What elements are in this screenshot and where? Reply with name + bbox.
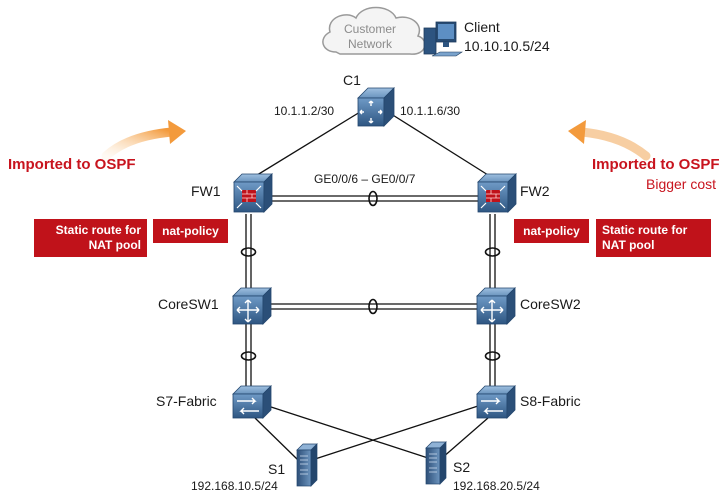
fw2-name: FW2: [520, 183, 550, 199]
link-c1-fw2: [387, 111, 497, 181]
link-s8-s2: [441, 417, 489, 459]
s1-ip: 192.168.10.5/24: [191, 479, 278, 493]
trunk-core1-s7: [240, 351, 257, 361]
client-pc-icon: [423, 21, 463, 57]
links: [245, 111, 497, 461]
link-s7-s2: [267, 405, 429, 459]
cloud-label-1: Customer: [344, 22, 396, 36]
right-imported-ospf: Imported to OSPF: [592, 156, 720, 173]
coresw1-switch-icon: [232, 287, 272, 325]
left-static-line1: Static route for: [55, 223, 141, 237]
import-arrow-right-icon: [568, 120, 651, 161]
s7-name: S7-Fabric: [156, 393, 217, 409]
fw1-firewall-icon: [233, 173, 273, 213]
customer-network-cloud: Customer Network: [322, 6, 426, 55]
eth-trunk-markers: [240, 190, 501, 361]
left-nat-policy-box: nat-policy: [153, 219, 228, 243]
trunk-fw-link: [368, 190, 378, 207]
s8-fabric-switch-icon: [476, 385, 516, 419]
fw1-name: FW1: [191, 183, 221, 199]
right-static-line1: Static route for: [602, 223, 688, 237]
right-bigger-cost: Bigger cost: [646, 176, 717, 192]
c1-right-ip: 10.1.1.6/30: [400, 104, 461, 118]
c1-left-ip: 10.1.1.2/30: [274, 104, 335, 118]
cloud-label-2: Network: [348, 37, 393, 51]
import-arrow-left-icon: [101, 120, 186, 161]
s1-server-icon: [296, 443, 318, 487]
s7-fabric-switch-icon: [232, 385, 272, 419]
s2-name: S2: [453, 459, 471, 475]
coresw1-name: CoreSW1: [158, 296, 219, 312]
client-name: Client: [464, 19, 500, 35]
coresw2-name: CoreSW2: [520, 296, 581, 312]
trunk-fw1-core1: [240, 247, 257, 257]
s2-ip: 192.168.20.5/24: [453, 479, 540, 493]
trunk-core-link: [368, 298, 378, 315]
c1-router-icon: [357, 87, 395, 127]
s8-name: S8-Fabric: [520, 393, 581, 409]
s1-name: S1: [268, 461, 286, 477]
trunk-core2-s8: [484, 351, 501, 361]
link-c1-fw1: [248, 111, 361, 181]
left-static-line2: NAT pool: [88, 238, 141, 252]
right-static-line2: NAT pool: [602, 238, 655, 252]
link-s8-s1: [311, 405, 479, 461]
left-imported-ospf: Imported to OSPF: [8, 156, 136, 173]
right-nat-policy-box: nat-policy: [514, 219, 589, 243]
client-ip: 10.10.10.5/24: [464, 38, 550, 54]
trunk-fw2-core2: [484, 247, 501, 257]
fw-link-label: GE0/0/6 – GE0/0/7: [314, 172, 416, 186]
s2-server-icon: [425, 441, 447, 485]
link-s7-s1: [254, 417, 299, 461]
fw2-firewall-icon: [477, 173, 517, 213]
c1-name: C1: [343, 72, 361, 88]
coresw2-switch-icon: [476, 287, 516, 325]
